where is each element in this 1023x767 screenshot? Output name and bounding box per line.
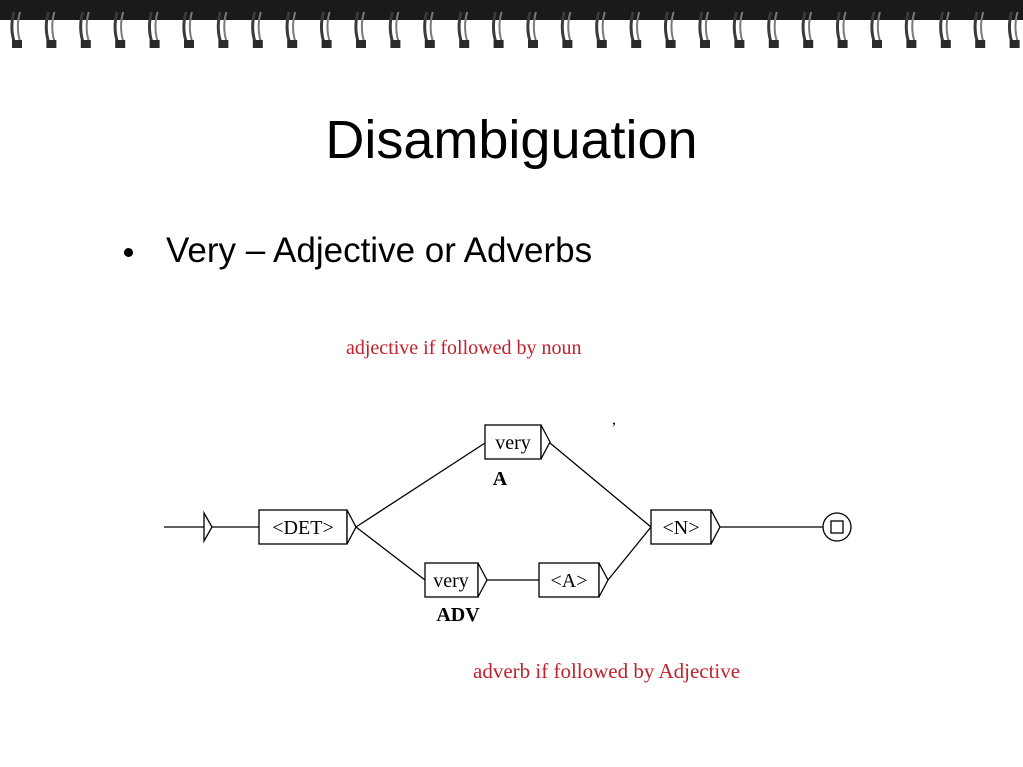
binding-ring-icon (147, 11, 160, 48)
binding-strip (0, 0, 1023, 20)
node-a: <A> (538, 562, 609, 598)
node-very-a-label: very (495, 432, 531, 454)
binding-ring-icon (835, 11, 848, 48)
node-det-label: <DET> (272, 517, 333, 539)
binding-ring-icon (388, 11, 401, 48)
graph-edges (212, 442, 823, 581)
node-very-adv-output: ADV (436, 604, 480, 626)
node-det: <DET> (258, 509, 357, 545)
binding-ring-icon (354, 11, 366, 48)
edge-det-very-adv (355, 526, 426, 581)
edge-det-very-a (355, 442, 486, 528)
node-very-a: very A (484, 424, 551, 490)
binding-ring-icon (319, 11, 332, 48)
slide-title: Disambiguation (325, 110, 698, 170)
edge-a-n (607, 526, 652, 581)
binding-ring-icon (663, 11, 676, 48)
binding-ring-icon (560, 11, 573, 48)
binding-ring-icon (698, 11, 710, 48)
binding-ring-icon (216, 11, 229, 48)
bullet-text: Very – Adjective or Adverbs (166, 231, 593, 270)
binding-ring-icon (113, 11, 126, 48)
node-a-label: <A> (550, 570, 587, 592)
binding-ring-icon (767, 11, 779, 48)
binding-ring-icon (44, 11, 57, 48)
binding-ring-icon (939, 11, 951, 48)
binding-ring-icon (457, 11, 470, 48)
binding-ring-icon (79, 11, 91, 48)
node-n: <N> (650, 509, 721, 545)
binding-ring-icon (732, 11, 745, 48)
binding-ring-icon (595, 11, 607, 48)
binding-ring-icon (182, 11, 194, 48)
binding-ring-icon (870, 11, 882, 48)
binding-ring-icon (423, 11, 435, 48)
binding-ring-icon (251, 11, 263, 48)
binding-ring-icon (285, 11, 298, 48)
annotation-bottom: adverb if followed by Adjective (473, 659, 740, 683)
binding-ring-icon (491, 11, 504, 48)
binding-ring-icon (904, 11, 917, 48)
edge-very-a-n (549, 442, 652, 528)
binding-ring-icon (629, 11, 642, 48)
binding-ring-icon (973, 11, 986, 48)
binding-ring-icon (801, 11, 814, 48)
spiral-binding (0, 0, 1023, 58)
initial-state-icon (164, 510, 213, 544)
binding-rings (10, 11, 1020, 48)
node-very-adv: very ADV (424, 562, 488, 626)
binding-ring-icon (1007, 11, 1020, 48)
binding-ring-icon (526, 11, 538, 48)
annotation-top: adjective if followed by noun (346, 337, 582, 359)
node-n-label: <N> (662, 517, 699, 539)
node-very-a-output: A (493, 468, 508, 490)
bullet-dot-icon (124, 248, 133, 257)
final-state-icon (822, 512, 852, 542)
binding-ring-icon (10, 11, 22, 48)
node-very-adv-label: very (433, 570, 469, 592)
stray-mark: , (612, 411, 616, 428)
